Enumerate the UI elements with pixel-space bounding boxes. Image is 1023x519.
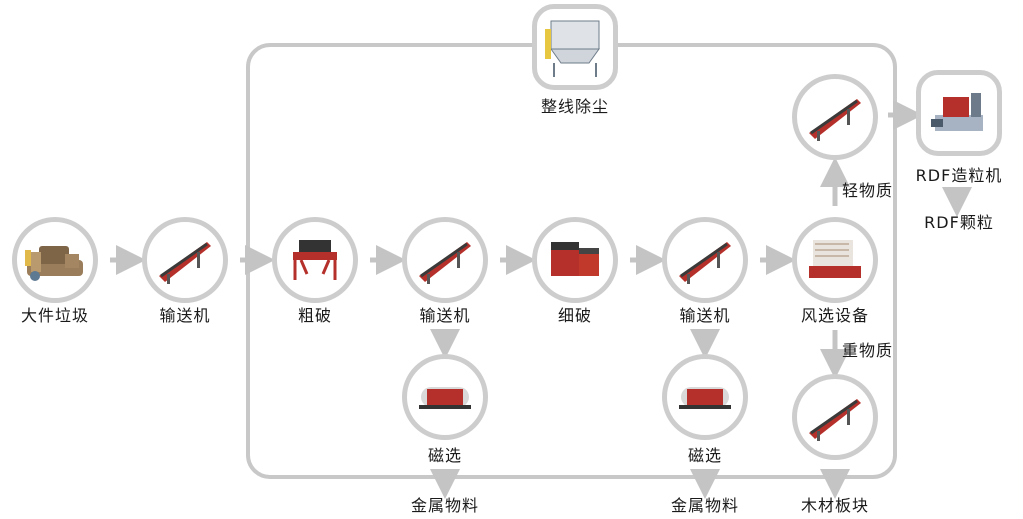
air-separator-icon [809, 240, 861, 278]
edge-label-light: 轻物质 [842, 181, 894, 200]
label-conveyor-1: 输送机 [159, 306, 211, 325]
label-metal-2: 金属物料 [670, 496, 740, 515]
label-waste: 大件垃圾 [20, 306, 90, 325]
magnetic-separator-icon [679, 387, 731, 409]
label-air-separator: 风选设备 [800, 306, 870, 325]
label-coarse: 粗破 [297, 306, 333, 325]
node-conveyor-1 [142, 217, 228, 303]
waste-pile-icon [25, 246, 83, 281]
node-magnetic-2 [662, 354, 748, 440]
label-conveyor-3: 输送机 [679, 306, 731, 325]
conveyor-icon [809, 99, 861, 141]
conveyor-icon [419, 242, 471, 284]
pelletizer-icon [931, 93, 983, 131]
node-fine [532, 217, 618, 303]
label-rdf: RDF颗粒 [924, 213, 994, 232]
magnetic-separator-icon [419, 387, 471, 409]
label-conveyor-2: 输送机 [419, 306, 471, 325]
edge-label-heavy: 重物质 [842, 341, 894, 360]
conveyor-icon [809, 399, 861, 441]
node-waste [12, 217, 98, 303]
node-heavy-conveyor [792, 374, 878, 460]
conveyor-icon [679, 242, 731, 284]
label-metal-1: 金属物料 [410, 496, 480, 515]
node-dust-collector [532, 4, 618, 90]
conveyor-icon [159, 242, 211, 284]
label-pelletizer: RDF造粒机 [915, 166, 1003, 185]
node-air-separator [792, 217, 878, 303]
label-magnetic-1: 磁选 [427, 446, 463, 465]
dust-collector-icon [545, 20, 600, 77]
fine-shredder-icon [551, 242, 599, 276]
node-magnetic-1 [402, 354, 488, 440]
shredder-icon [293, 240, 337, 280]
node-conveyor-3 [662, 217, 748, 303]
node-coarse [272, 217, 358, 303]
label-wood: 木材板块 [800, 496, 870, 515]
node-light-conveyor [792, 74, 878, 160]
node-conveyor-2 [402, 217, 488, 303]
label-magnetic-2: 磁选 [687, 446, 723, 465]
node-pelletizer [916, 70, 1002, 156]
label-dust-collector: 整线除尘 [540, 97, 610, 116]
label-fine: 细破 [557, 306, 593, 325]
